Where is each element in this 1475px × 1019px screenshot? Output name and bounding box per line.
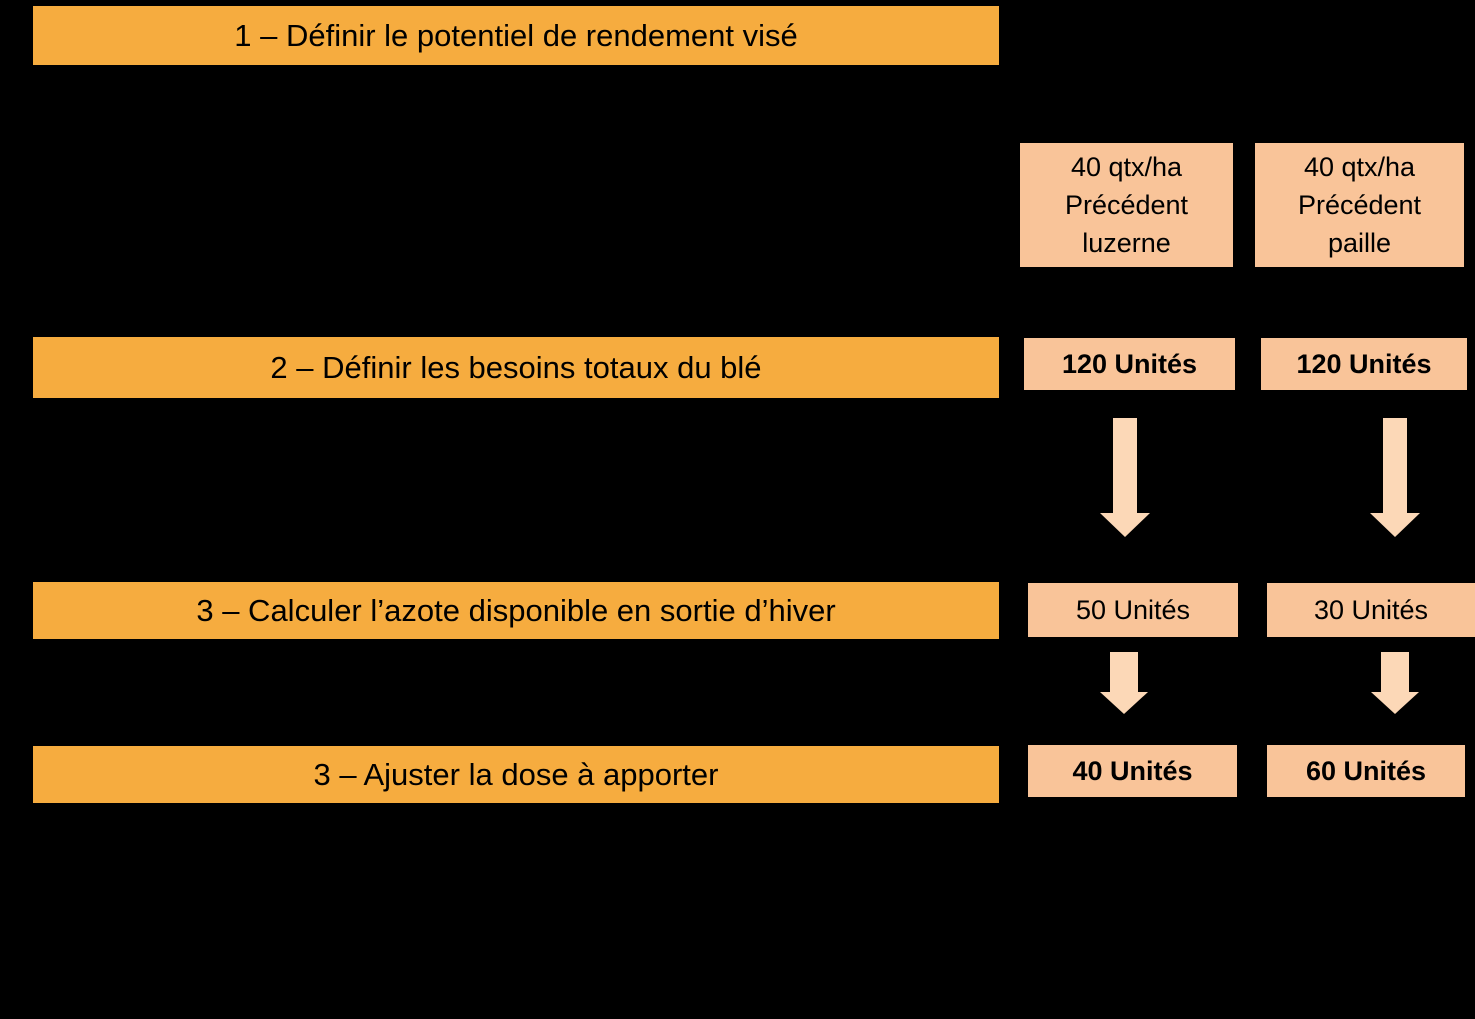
arrow-head (1370, 513, 1420, 537)
step-bar-4: 3 – Ajuster la dose à apporter (33, 746, 999, 803)
scenario-yield: 40 qtx/ha (1303, 152, 1416, 182)
available-nitrogen-box-luzerne: 50 Unités (1028, 583, 1238, 637)
scenario-precedent-label: Précédent (1297, 190, 1422, 220)
arrow-shaft (1113, 418, 1137, 513)
dose-to-apply-box-paille: 60 Unités (1267, 745, 1465, 797)
arrow-shaft (1110, 652, 1138, 692)
total-needs-box-luzerne: 120 Unités (1024, 338, 1235, 390)
scenario-precedent-label: Précédent (1064, 190, 1189, 220)
step-bar-2: 2 – Définir les besoins totaux du blé (33, 337, 999, 398)
total-needs-box-paille: 120 Unités (1261, 338, 1467, 390)
arrow-head (1100, 513, 1150, 537)
scenario-yield: 40 qtx/ha (1070, 152, 1183, 182)
down-arrow-icon-dose-luzerne (1100, 652, 1148, 714)
arrow-head (1100, 692, 1148, 714)
available-nitrogen-box-paille: 30 Unités (1267, 583, 1475, 637)
scenario-precedent-crop: paille (1327, 228, 1392, 258)
arrow-head (1371, 692, 1419, 714)
scenario-precedent-crop: luzerne (1082, 228, 1171, 258)
step-bar-1: 1 – Définir le potentiel de rendement vi… (33, 6, 999, 65)
arrow-shaft (1381, 652, 1409, 692)
down-arrow-icon-needs-paille (1370, 418, 1420, 537)
step-bar-3: 3 – Calculer l’azote disponible en sorti… (33, 582, 999, 639)
down-arrow-icon-needs-luzerne (1100, 418, 1150, 537)
arrow-shaft (1383, 418, 1407, 513)
scenario-box-luzerne: 40 qtx/ha Précédent luzerne (1020, 143, 1233, 267)
dose-to-apply-box-luzerne: 40 Unités (1028, 745, 1237, 797)
scenario-box-paille: 40 qtx/ha Précédent paille (1255, 143, 1464, 267)
down-arrow-icon-dose-paille (1371, 652, 1419, 714)
